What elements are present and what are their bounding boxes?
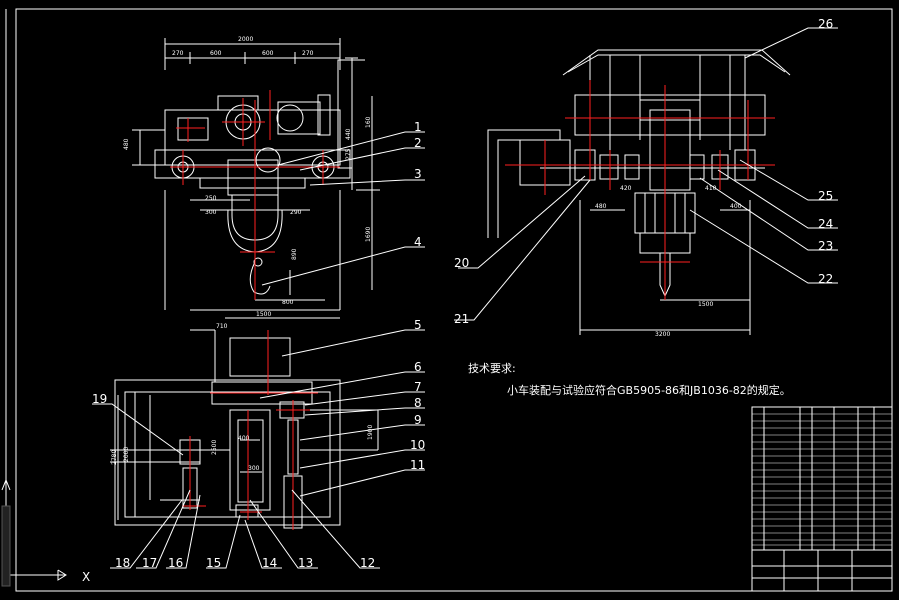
plan-view [110,317,379,529]
callout-1: 1 [414,120,422,134]
callout-26: 26 [818,17,833,31]
callout-21: 21 [454,312,469,326]
dim-label: 600 [210,50,222,57]
dim-label: 420 [620,185,632,192]
dim-label: 2780 [111,450,118,465]
dim-label: 710 [216,323,228,330]
callout-3: 3 [414,167,422,181]
dim-label: 2500 [211,440,218,455]
callout-19: 19 [92,392,107,406]
dim-label: 300 [205,209,217,216]
dim-label: 2000 [123,447,130,462]
dim-label: 600 [262,50,274,57]
dim-label: 440 [345,128,352,140]
callout-6: 6 [414,360,422,374]
callout-8: 8 [414,396,422,410]
callout-numbers: 1 2 3 4 5 6 7 8 9 10 11 12 13 14 15 16 1… [92,17,833,570]
dim-label: 800 [282,299,294,306]
callout-5: 5 [414,318,422,332]
plan-view-centerlines [182,330,318,530]
callout-2: 2 [414,136,422,150]
callout-22: 22 [818,272,833,286]
dim-label: 400 [238,435,250,442]
callout-18: 18 [115,556,130,570]
dim-label: 250 [205,195,217,202]
sheet-frame [5,8,893,592]
technical-requirements-heading: 技术要求: [468,362,516,375]
callout-14: 14 [262,556,277,570]
ucs-axis-icon [1,478,67,587]
callout-12: 12 [360,556,375,570]
dim-label: 2000 [238,36,253,43]
callout-9: 9 [414,413,422,427]
dimension-labels: 2000 270 600 600 270 480 160 440 275 250… [111,36,742,472]
dim-label: 400 [730,203,742,210]
dim-label: 410 [705,185,717,192]
callout-16: 16 [168,556,183,570]
callout-24: 24 [818,217,833,231]
dim-label: 480 [595,203,607,210]
callout-17: 17 [142,556,157,570]
callout-11: 11 [410,458,425,472]
dim-label: 1500 [698,301,713,308]
dim-label: 3200 [655,331,670,338]
callout-13: 13 [298,556,313,570]
dim-label: 1500 [256,311,271,318]
title-block-rows [752,413,892,546]
dim-label: 300 [248,465,260,472]
technical-requirements-text: 小车装配与试验应符合GB5905-86和JB1036-82的规定。 [507,384,791,397]
callout-10: 10 [410,438,425,452]
dim-label: 270 [172,50,184,57]
title-block [751,406,893,592]
callout-20: 20 [454,256,469,270]
dim-label: 1900 [367,425,374,440]
side-view-centerlines [505,80,775,300]
front-view-centerlines [170,90,340,300]
front-view [132,38,380,311]
x-axis-label: X [82,570,90,584]
leader-lines [92,27,838,569]
dim-label: 270 [302,50,314,57]
dim-label: 1690 [365,227,372,242]
callout-15: 15 [206,556,221,570]
dim-label: 890 [291,248,298,260]
callout-7: 7 [414,380,422,394]
dim-label: 290 [290,209,302,216]
dim-label: 160 [365,116,372,128]
side-view [487,49,791,335]
callout-23: 23 [818,239,833,253]
dim-label: 480 [123,138,130,150]
callout-4: 4 [414,235,422,249]
callout-25: 25 [818,189,833,203]
dim-label: 275 [345,148,352,160]
